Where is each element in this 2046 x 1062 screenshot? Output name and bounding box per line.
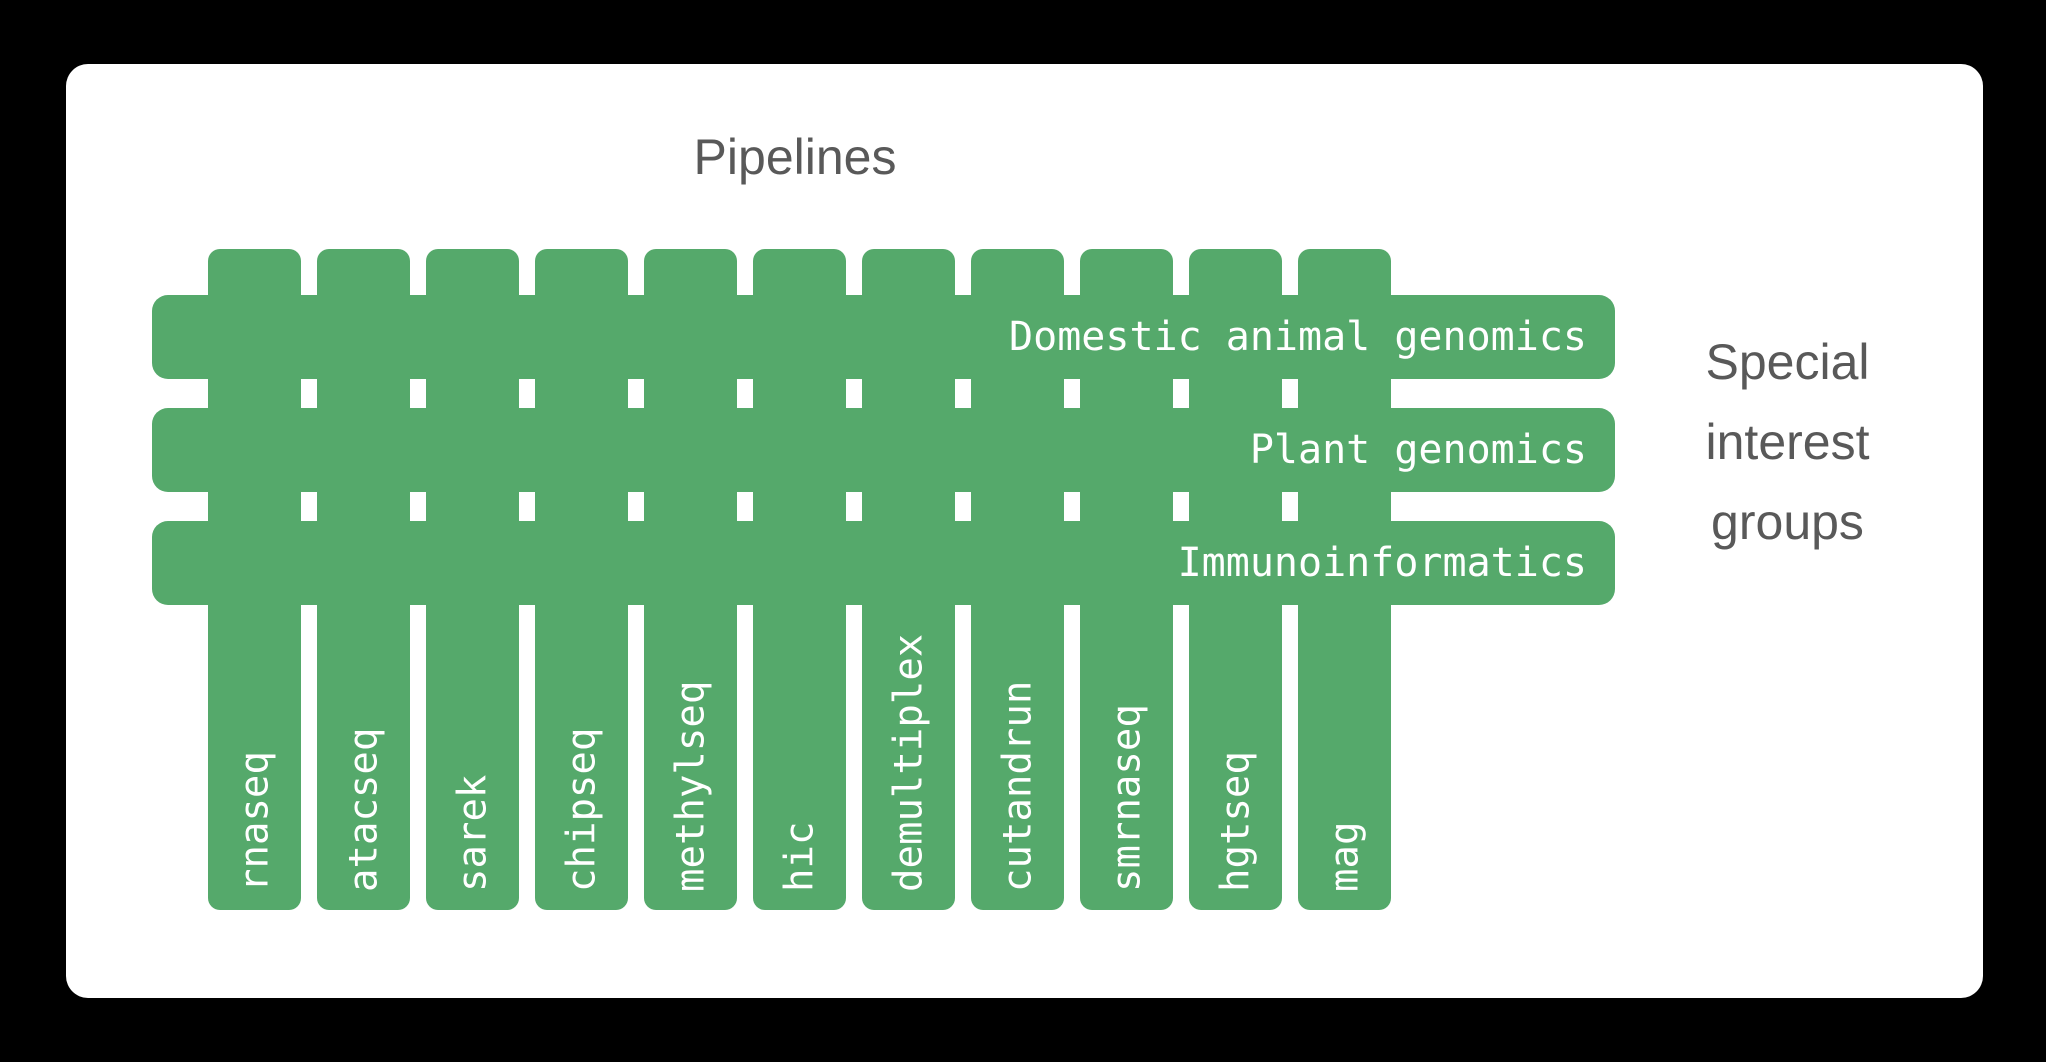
sig-title-line-2: interest: [1705, 414, 1870, 470]
sig-bar-label: Plant genomics: [1249, 427, 1587, 473]
pipeline-label: methylseq: [668, 680, 713, 892]
pipeline-label: demultiplex: [886, 633, 931, 892]
sig-title-line-3: groups: [1711, 494, 1864, 550]
pipeline-label: smrnaseq: [1104, 704, 1149, 892]
sig-bar-label: Immunoinformatics: [1177, 540, 1587, 586]
pipeline-label: rnaseq: [232, 751, 277, 892]
page-title: Pipelines: [693, 129, 897, 185]
pipeline-label: mag: [1322, 821, 1367, 892]
pipeline-label: chipseq: [559, 727, 604, 892]
sig-bar[interactable]: Immunoinformatics: [152, 521, 1615, 605]
pipeline-label: atacseq: [341, 727, 386, 892]
sig-bar[interactable]: Domestic animal genomics: [152, 295, 1615, 379]
sig-title-line-1: Special: [1705, 334, 1870, 390]
pipeline-label: hgtseq: [1213, 751, 1258, 892]
sig-group-title: Special interest groups: [1655, 322, 1920, 562]
pipeline-label: hic: [777, 821, 822, 892]
pipeline-label: cutandrun: [995, 680, 1040, 892]
sig-bar-label: Domestic animal genomics: [1009, 314, 1587, 360]
pipeline-label: sarek: [450, 774, 495, 892]
sig-bar[interactable]: Plant genomics: [152, 408, 1615, 492]
